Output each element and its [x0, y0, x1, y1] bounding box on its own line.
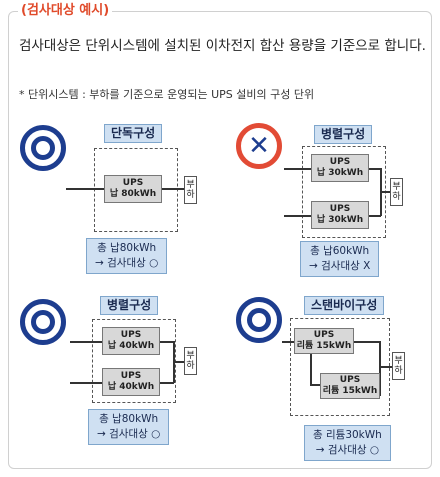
system-boundary	[94, 148, 178, 232]
ups-box: UPS 납 30kWh	[311, 201, 369, 229]
footnote: * 단위시스템 : 부하를 기준으로 운영되는 UPS 설비의 구성 단위	[19, 88, 315, 101]
wire	[379, 341, 381, 396]
circle-o-icon	[236, 297, 282, 343]
ups-box: UPS 리튬 15kWh	[294, 328, 354, 354]
frame-title: (검사대상 예시)	[18, 3, 113, 19]
cross-x-icon: ✕	[236, 123, 282, 169]
wire	[173, 361, 184, 363]
panel-title: 단독구성	[104, 124, 163, 143]
wire	[310, 384, 320, 386]
ups-box: UPS 납 40kWh	[102, 368, 160, 396]
wire	[369, 215, 381, 217]
wire	[380, 191, 390, 193]
summary-total: 총 납80kWh	[99, 413, 159, 425]
summary-result: → 검사대상 ○	[97, 428, 161, 440]
wire	[282, 341, 294, 343]
summary-box: 총 리튬30kWh → 검사대상 ○	[304, 425, 391, 461]
ups-spec: 리튬 15kWh	[322, 386, 378, 396]
summary-result: → 검사대상 ○	[95, 257, 159, 269]
panel-title: 스탠바이구성	[304, 296, 385, 315]
ups-label: UPS	[122, 178, 144, 188]
summary-box: 총 납80kWh → 검사대상 ○	[86, 238, 168, 274]
summary-total: 총 리튬30kWh	[313, 429, 382, 441]
ups-spec: 리튬 15kWh	[296, 341, 352, 351]
summary-box: 총 납80kWh → 검사대상 ○	[88, 409, 170, 445]
ups-spec: 납 30kWh	[316, 168, 364, 178]
ups-box: UPS 납 40kWh	[102, 327, 160, 355]
ups-spec: 납 30kWh	[316, 215, 364, 225]
ups-box: UPS 납 80kWh	[104, 175, 162, 203]
wire	[380, 366, 392, 368]
circle-o-icon	[20, 299, 66, 345]
wire	[284, 168, 312, 170]
ups-label: UPS	[120, 330, 142, 340]
ups-label: UPS	[329, 204, 351, 214]
summary-total: 총 납60kWh	[310, 245, 370, 257]
wire	[162, 188, 184, 190]
ups-label: UPS	[339, 375, 361, 385]
circle-o-icon	[20, 125, 66, 171]
ups-box: UPS 납 30kWh	[311, 154, 369, 182]
panel-title: 병렬구성	[100, 296, 159, 315]
summary-box: 총 납60kWh → 검사대상 X	[300, 241, 380, 277]
wire	[369, 168, 381, 170]
intro-text: 검사대상은 단위시스템에 설치된 이차전지 합산 용량을 기준으로 합니다.	[19, 38, 426, 54]
example-frame	[8, 11, 432, 469]
ups-spec: 납 40kWh	[107, 382, 155, 392]
wire	[66, 188, 104, 190]
wire	[70, 341, 102, 343]
ups-spec: 납 40kWh	[107, 341, 155, 351]
panel-title: 병렬구성	[314, 125, 373, 144]
wire	[70, 382, 102, 384]
ups-label: UPS	[329, 157, 351, 167]
summary-total: 총 납80kWh	[97, 242, 157, 254]
ups-spec: 납 80kWh	[109, 189, 157, 199]
summary-result: → 검사대상 X	[309, 260, 371, 272]
ups-label: UPS	[313, 330, 335, 340]
wire	[160, 341, 174, 343]
wire	[160, 382, 174, 384]
summary-result: → 검사대상 ○	[315, 444, 380, 456]
ups-label: UPS	[120, 371, 142, 381]
ups-box: UPS 리튬 15kWh	[320, 373, 380, 399]
wire	[354, 341, 380, 343]
wire	[284, 215, 312, 217]
wire	[310, 354, 312, 384]
